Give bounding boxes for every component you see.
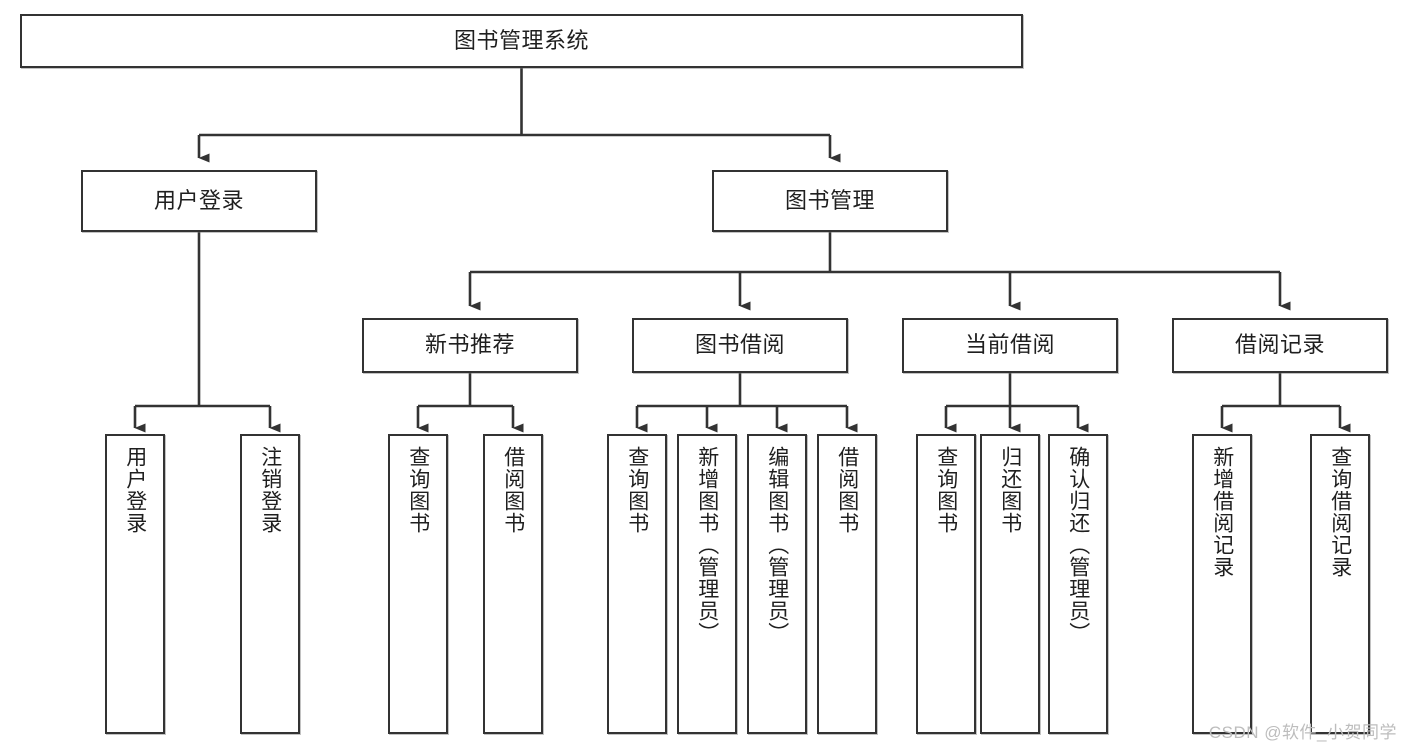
node-leaf-record-query-record[interactable]: 查询借阅记录 <box>1310 434 1370 734</box>
node-label: 查询图书 <box>406 446 430 534</box>
node-new-book-recommend[interactable]: 新书推荐 <box>362 318 578 373</box>
node-leaf-newbook-borrow-book[interactable]: 借阅图书 <box>483 434 543 734</box>
node-label: 借阅记录 <box>1234 332 1325 358</box>
node-label: 确认归还（管理员） <box>1066 446 1090 644</box>
node-label: 图书管理 <box>784 187 875 213</box>
node-leaf-record-add-record[interactable]: 新增借阅记录 <box>1192 434 1252 734</box>
node-leaf-user-login-login[interactable]: 用户登录 <box>105 434 165 734</box>
node-label: 查询图书 <box>625 446 649 534</box>
node-label: 图书借阅 <box>694 332 785 358</box>
node-current-borrow[interactable]: 当前借阅 <box>902 318 1118 373</box>
node-leaf-current-return-book[interactable]: 归还图书 <box>980 434 1040 734</box>
node-leaf-borrow-query-book[interactable]: 查询图书 <box>607 434 667 734</box>
node-label: 借阅图书 <box>835 446 859 534</box>
node-label: 注销登录 <box>258 446 282 534</box>
node-label: 借阅图书 <box>501 446 525 534</box>
node-label: 当前借阅 <box>964 332 1055 358</box>
node-leaf-current-query-book[interactable]: 查询图书 <box>916 434 976 734</box>
node-leaf-newbook-query-book[interactable]: 查询图书 <box>388 434 448 734</box>
node-label: 新增借阅记录 <box>1210 446 1234 578</box>
node-label: 编辑图书（管理员） <box>765 446 789 644</box>
node-leaf-borrow-borrow-book[interactable]: 借阅图书 <box>817 434 877 734</box>
node-label: 用户登录 <box>153 187 244 213</box>
node-leaf-borrow-edit-book-admin[interactable]: 编辑图书（管理员） <box>747 434 807 734</box>
node-label: 图书管理系统 <box>453 27 589 53</box>
node-label: 新增图书（管理员） <box>695 446 719 644</box>
node-leaf-current-confirm-return-admin[interactable]: 确认归还（管理员） <box>1048 434 1108 734</box>
node-root-book-management-system[interactable]: 图书管理系统 <box>20 14 1023 68</box>
node-label: 查询借阅记录 <box>1328 446 1352 578</box>
node-label: 新书推荐 <box>424 332 515 358</box>
node-borrow-record[interactable]: 借阅记录 <box>1172 318 1388 373</box>
node-book-management[interactable]: 图书管理 <box>712 170 948 232</box>
node-label: 查询图书 <box>934 446 958 534</box>
node-book-borrow[interactable]: 图书借阅 <box>632 318 848 373</box>
node-user-login[interactable]: 用户登录 <box>81 170 317 232</box>
node-leaf-user-login-logout[interactable]: 注销登录 <box>240 434 300 734</box>
node-label: 用户登录 <box>123 446 147 534</box>
node-leaf-borrow-add-book-admin[interactable]: 新增图书（管理员） <box>677 434 737 734</box>
node-label: 归还图书 <box>998 446 1022 534</box>
